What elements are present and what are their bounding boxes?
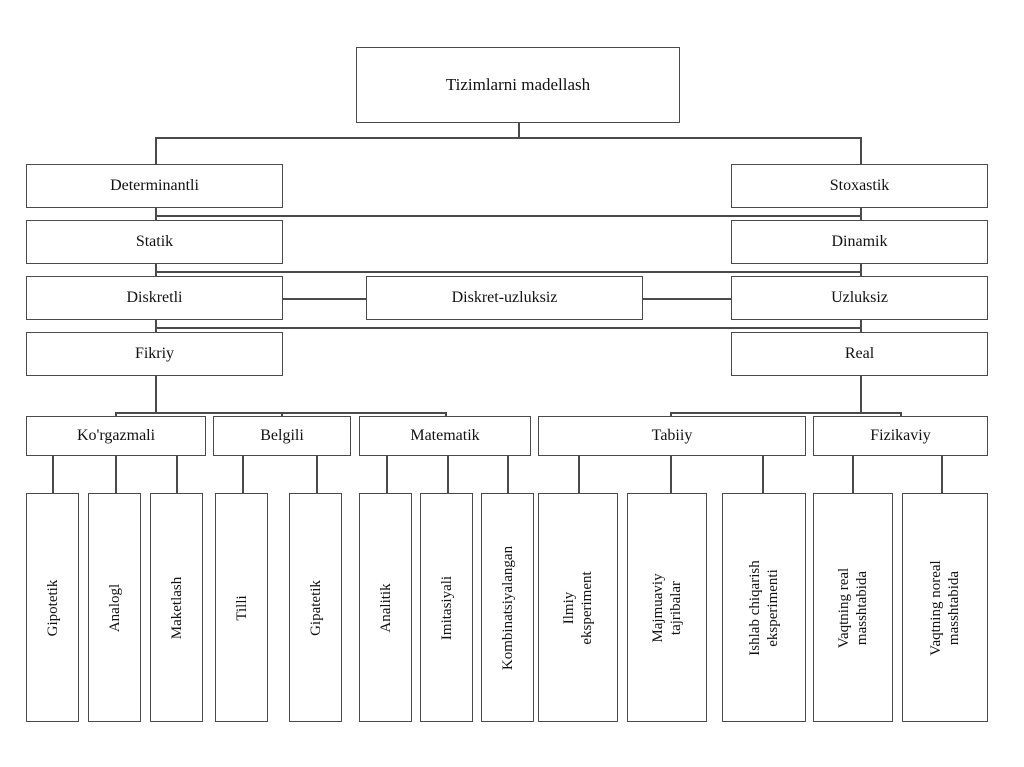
leaf-tilli-label: Tilli [233, 594, 250, 621]
leaf-ilmiy-eksperiment[interactable]: Ilmiy eksperiment [538, 493, 618, 722]
leaf-gipatetik-label: Gipatetik [307, 579, 324, 636]
category-korgazmali[interactable]: Ko'rgazmali [26, 416, 206, 456]
connector-leaf-drop-6 [386, 456, 388, 493]
root-node-tizimlarni-madellash[interactable]: Tizimlarni madellash [356, 47, 680, 123]
node-determinantli-label: Determinantli [110, 176, 199, 194]
leaf-imitasiyali[interactable]: Imitasiyali [420, 493, 473, 722]
connector-leaf-drop-10 [670, 456, 672, 493]
leaf-tilli[interactable]: Tilli [215, 493, 268, 722]
leaf-majmuaviy-tajribalar-label: Majmuaviy tajribalar [650, 572, 684, 643]
connector-leaf-drop-3 [176, 456, 178, 493]
connector-leaf-drop-8 [507, 456, 509, 493]
category-matematik[interactable]: Matematik [359, 416, 531, 456]
connector-leaf-drop-7 [447, 456, 449, 493]
node-fikriy[interactable]: Fikriy [26, 332, 283, 376]
connector-leaf-drop-13 [941, 456, 943, 493]
leaf-maketlash[interactable]: Maketlash [150, 493, 203, 722]
category-korgazmali-label: Ko'rgazmali [76, 426, 156, 444]
connector-leaf-drop-9 [578, 456, 580, 493]
category-fizikaviy[interactable]: Fizikaviy [813, 416, 988, 456]
node-stoxastik[interactable]: Stoxastik [731, 164, 988, 208]
connector-leaf-drop-12 [852, 456, 854, 493]
leaf-maketlash-label: Maketlash [168, 576, 185, 639]
category-matematik-label: Matematik [410, 426, 480, 444]
node-diskretli-label: Diskretli [126, 288, 183, 306]
connector-rail-row1 [155, 215, 861, 217]
connector-leaf-drop-11 [762, 456, 764, 493]
leaf-gipotetik-label: Gipotetik [44, 579, 61, 636]
leaf-analitik[interactable]: Analitik [359, 493, 412, 722]
category-tabiiy[interactable]: Tabiiy [538, 416, 806, 456]
node-diskretli[interactable]: Diskretli [26, 276, 283, 320]
leaf-majmuaviy-tajribalar[interactable]: Majmuaviy tajribalar [627, 493, 707, 722]
connector-root-bus [155, 137, 861, 139]
connector-diskretli-middle [283, 298, 366, 300]
node-determinantli[interactable]: Determinantli [26, 164, 283, 208]
category-fizikaviy-label: Fizikaviy [870, 426, 931, 444]
connector-root-to-right [860, 137, 862, 164]
connector-middle-uzluksiz [643, 298, 731, 300]
node-real[interactable]: Real [731, 332, 988, 376]
node-uzluksiz[interactable]: Uzluksiz [731, 276, 988, 320]
leaf-kombinatsiyalangan-label: Kombinatsiyalangan [499, 545, 516, 670]
leaf-vaqtning-real-masshtabida[interactable]: Vaqtning real masshtabida [813, 493, 893, 722]
node-real-label: Real [844, 344, 875, 362]
node-stoxastik-label: Stoxastik [829, 176, 890, 194]
leaf-imitasiyali-label: Imitasiyali [438, 575, 455, 640]
category-tabiiy-label: Tabiiy [651, 426, 693, 444]
leaf-analitik-label: Analitik [377, 582, 394, 633]
connector-fikriy-stem [155, 376, 157, 412]
connector-leaf-drop-1 [52, 456, 54, 493]
leaf-analogl-label: Analogl [106, 583, 123, 632]
leaf-gipatetik[interactable]: Gipatetik [289, 493, 342, 722]
leaf-analogl[interactable]: Analogl [88, 493, 141, 722]
connector-root-stem [518, 123, 520, 138]
node-statik-label: Statik [135, 232, 174, 250]
node-statik[interactable]: Statik [26, 220, 283, 264]
node-fikriy-label: Fikriy [134, 344, 175, 362]
connector-real-stem [860, 376, 862, 412]
category-belgili-label: Belgili [260, 426, 304, 444]
connector-rail-row3 [155, 327, 861, 329]
leaf-ishlab-chiqarish-eksperimenti-label: Ishlab chiqarish eksperimenti [747, 559, 781, 656]
connector-leaf-drop-2 [115, 456, 117, 493]
node-diskret-uzluksiz-label: Diskret-uzluksiz [451, 288, 558, 306]
leaf-vaqtning-noreal-masshtabida[interactable]: Vaqtning noreal masshtabida [902, 493, 988, 722]
leaf-ishlab-chiqarish-eksperimenti[interactable]: Ishlab chiqarish eksperimenti [722, 493, 806, 722]
connector-rail-row2 [155, 271, 861, 273]
connector-root-to-left [155, 137, 157, 164]
connector-real-bus [670, 412, 901, 414]
node-uzluksiz-label: Uzluksiz [831, 288, 888, 306]
connector-leaf-drop-4 [242, 456, 244, 493]
node-dinamik-label: Dinamik [831, 232, 888, 250]
leaf-kombinatsiyalangan[interactable]: Kombinatsiyalangan [481, 493, 534, 722]
leaf-vaqtning-real-masshtabida-label: Vaqtning real masshtabida [836, 567, 870, 648]
connector-leaf-drop-5 [316, 456, 318, 493]
root-node-label: Tizimlarni madellash [445, 74, 591, 94]
leaf-gipotetik[interactable]: Gipotetik [26, 493, 79, 722]
node-dinamik[interactable]: Dinamik [731, 220, 988, 264]
node-diskret-uzluksiz[interactable]: Diskret-uzluksiz [366, 276, 643, 320]
leaf-vaqtning-noreal-masshtabida-label: Vaqtning noreal masshtabida [928, 559, 962, 656]
leaf-ilmiy-eksperiment-label: Ilmiy eksperiment [561, 570, 595, 645]
category-belgili[interactable]: Belgili [213, 416, 351, 456]
connector-fikriy-bus [115, 412, 445, 414]
